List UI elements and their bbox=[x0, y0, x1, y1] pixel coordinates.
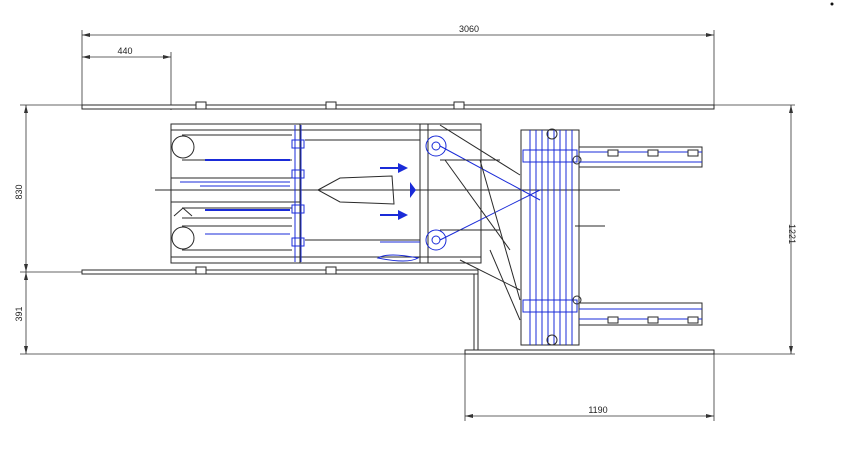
dim-label-width-extension: 391 bbox=[14, 306, 24, 321]
rail-blocks-top bbox=[195, 101, 465, 110]
dimension-overall-width: 1221 bbox=[714, 104, 797, 355]
centre-body bbox=[305, 139, 420, 241]
pivot-wheel-bottom bbox=[425, 229, 447, 251]
dimension-rear-offset: 440 bbox=[82, 46, 172, 110]
rail-blocks-bottom bbox=[195, 266, 337, 275]
dim-label-overall-width: 1221 bbox=[787, 224, 797, 244]
fork-top bbox=[578, 146, 703, 168]
footprint-outline bbox=[81, 104, 715, 355]
dimension-width-main: 830 bbox=[14, 104, 82, 273]
dimension-width-extension: 391 bbox=[14, 272, 465, 355]
fork-bottom bbox=[578, 302, 703, 326]
dim-label-extension-length: 1190 bbox=[588, 405, 607, 415]
roller-group bbox=[171, 134, 292, 251]
marker-dot bbox=[830, 2, 834, 6]
dimension-overall-length: 3060 bbox=[81, 24, 715, 105]
dim-label-rear-offset: 440 bbox=[117, 46, 132, 56]
direction-arrows bbox=[380, 163, 420, 243]
dimension-extension-length: 1190 bbox=[464, 354, 715, 421]
dim-label-overall-length: 3060 bbox=[459, 24, 479, 34]
mast-assembly bbox=[520, 128, 605, 346]
dim-label-width-main: 830 bbox=[14, 184, 24, 199]
upright-markers bbox=[291, 125, 305, 262]
linkage-lines bbox=[376, 124, 541, 321]
pivot-wheel-top bbox=[425, 135, 447, 157]
